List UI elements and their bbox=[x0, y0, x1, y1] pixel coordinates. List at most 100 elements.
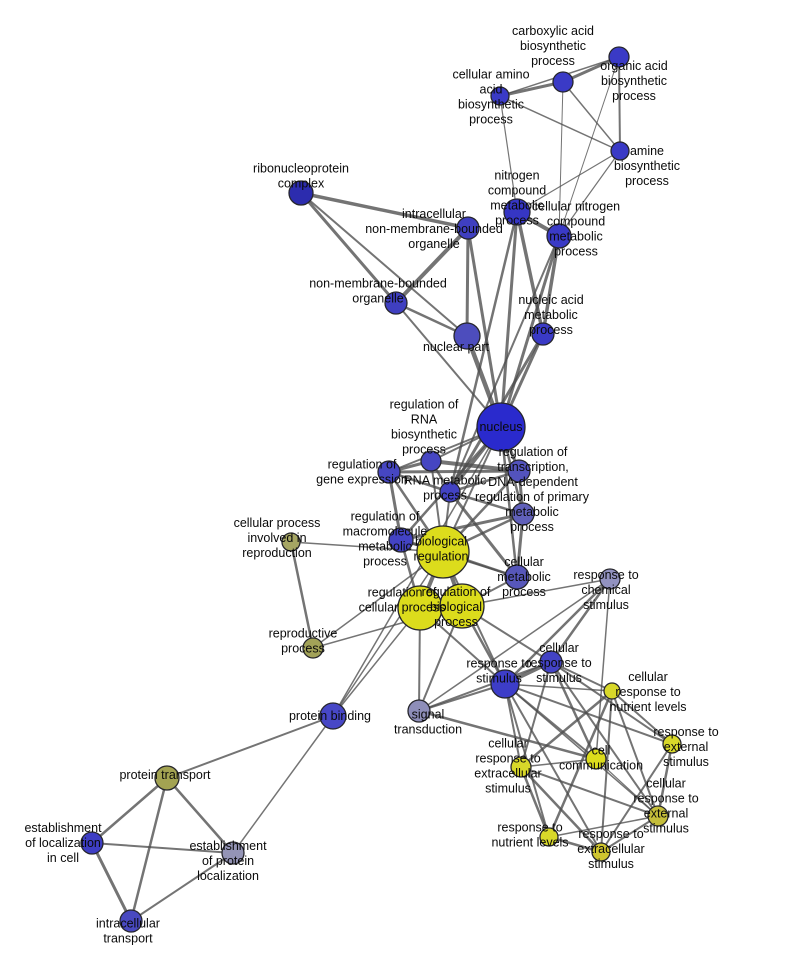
edge-cellRespNutr-cellRespExt bbox=[611, 690, 659, 817]
edge-nmb-nucleus bbox=[395, 302, 502, 428]
node-respNutr[interactable] bbox=[539, 827, 559, 847]
edge-cellRespExtracell-cellComm bbox=[520, 758, 597, 768]
edge-protBind-nucleus bbox=[332, 426, 502, 717]
node-layer bbox=[80, 46, 682, 933]
edge-cellRespNutr-respNutr bbox=[547, 689, 614, 839]
edge-respStim-cellRespExt bbox=[504, 683, 659, 817]
node-bioReg[interactable] bbox=[416, 525, 470, 579]
node-rnaMetab[interactable] bbox=[439, 481, 461, 503]
node-regMacro[interactable] bbox=[388, 527, 414, 553]
edge-ribo-nuclearpart bbox=[300, 192, 468, 337]
node-regCellProc[interactable] bbox=[397, 585, 443, 631]
edge-organic-amine bbox=[618, 56, 621, 152]
edge-cellRespNutr-cellRespExtracell bbox=[519, 689, 614, 769]
node-cellProcRepro[interactable] bbox=[281, 532, 301, 552]
edge-protTrans-intraTrans bbox=[129, 776, 169, 923]
edge-ribo-intranmb bbox=[299, 191, 470, 230]
node-nitrogen[interactable] bbox=[503, 198, 531, 226]
node-cellnitrogen[interactable] bbox=[546, 223, 572, 249]
edge-regPrimary-regMacro bbox=[399, 512, 525, 542]
node-organic[interactable] bbox=[608, 46, 630, 68]
edge-regRNAbio-regTransc bbox=[429, 459, 521, 473]
edge-intranmb-nmb bbox=[394, 226, 470, 305]
node-cellamino[interactable] bbox=[490, 86, 510, 106]
edge-cellProcRepro-reproProc bbox=[289, 540, 315, 650]
node-cellRespExt[interactable] bbox=[647, 805, 669, 827]
edge-respStim-respChem bbox=[503, 577, 612, 686]
node-nucleicacid[interactable] bbox=[531, 322, 555, 346]
edge-cellRespExtracell-cellRespExt bbox=[520, 766, 659, 817]
edge-respStim-respExtracell bbox=[504, 683, 602, 853]
edge-cellamino-amine bbox=[499, 95, 621, 152]
edge-respExtracell-cellRespExt bbox=[600, 815, 659, 853]
edge-cellRespStim-cellRespExt bbox=[550, 661, 659, 817]
node-regBioProc[interactable] bbox=[439, 583, 485, 629]
node-estProtLoc[interactable] bbox=[221, 841, 245, 865]
node-cellMetab[interactable] bbox=[504, 564, 530, 590]
node-sigTrans[interactable] bbox=[407, 699, 431, 723]
node-protBind[interactable] bbox=[319, 702, 347, 730]
edge-cellRespExtracell-respExtracell bbox=[519, 765, 603, 854]
node-carb[interactable] bbox=[552, 71, 574, 93]
node-regPrimary[interactable] bbox=[511, 502, 535, 526]
edge-protTrans-estLoc bbox=[90, 776, 169, 845]
node-intraTrans[interactable] bbox=[119, 909, 143, 933]
node-amine[interactable] bbox=[610, 141, 630, 161]
edge-respStim-respExt bbox=[504, 683, 673, 745]
node-cellRespStim[interactable] bbox=[539, 650, 563, 674]
edge-amine-cellnitrogen bbox=[558, 150, 621, 237]
edge-nitrogen-nucleus bbox=[499, 210, 519, 429]
edge-cellRespStim-respChem bbox=[549, 577, 612, 664]
edge-cellRespStim-cellRespExtracell bbox=[520, 661, 552, 768]
edge-estLoc-estProtLoc bbox=[91, 842, 234, 854]
edge-layer bbox=[90, 55, 674, 923]
node-nuclearpart[interactable] bbox=[453, 322, 481, 350]
node-nmb[interactable] bbox=[384, 291, 408, 315]
edge-nitrogen-nucleicacid bbox=[515, 210, 545, 336]
node-respStim[interactable] bbox=[490, 669, 520, 699]
node-cellRespExtracell[interactable] bbox=[510, 756, 532, 778]
edge-cellRespNutr-respExtracell bbox=[600, 690, 613, 853]
edge-amine-nitrogen bbox=[516, 150, 621, 213]
edge-cellComm-cellRespExt bbox=[595, 758, 659, 817]
node-cellRespNutr[interactable] bbox=[603, 682, 621, 700]
edge-carb-amine bbox=[562, 81, 621, 152]
edge-respChem-regBioProc bbox=[461, 578, 611, 607]
edge-protBind-regCellProc bbox=[332, 607, 421, 717]
node-regTransc[interactable] bbox=[507, 459, 531, 483]
edge-protBind-estProtLoc bbox=[232, 715, 334, 854]
node-regGeneExp[interactable] bbox=[377, 460, 401, 484]
node-nucleus[interactable] bbox=[476, 402, 526, 452]
edge-intranmb-nuclearpart bbox=[465, 226, 470, 338]
edge-respStim-cellRespNutr bbox=[504, 683, 613, 692]
edge-sigTrans-cellComm bbox=[417, 709, 598, 761]
edge-cellRespExtracell-respNutr bbox=[519, 765, 551, 839]
node-protTrans[interactable] bbox=[154, 765, 180, 791]
edge-cellnitrogen-nucleus bbox=[499, 234, 561, 429]
edge-organic-cellnitrogen bbox=[558, 56, 620, 237]
edge-cellamino-nitrogen bbox=[499, 95, 518, 213]
edge-estProtLoc-intraTrans bbox=[130, 852, 234, 922]
edge-reproProc-bioReg bbox=[312, 551, 444, 649]
edge-respNutr-cellRespExt bbox=[548, 815, 659, 838]
node-respExtracell[interactable] bbox=[591, 842, 611, 862]
edge-respChem-cellComm bbox=[595, 578, 611, 760]
node-estLoc[interactable] bbox=[80, 831, 104, 855]
node-cellComm[interactable] bbox=[585, 748, 607, 770]
node-regRNAbio[interactable] bbox=[420, 450, 442, 472]
edge-estLoc-intraTrans bbox=[90, 841, 133, 923]
node-ribo[interactable] bbox=[288, 180, 314, 206]
edge-intranmb-nucleus bbox=[466, 226, 503, 429]
edge-regTransc-rnaMetab bbox=[448, 469, 521, 494]
node-respChem[interactable] bbox=[599, 568, 621, 590]
node-reproProc[interactable] bbox=[302, 637, 324, 659]
edge-rnaMetab-regPrimary bbox=[448, 490, 525, 516]
edge-ribo-nmb bbox=[299, 191, 398, 305]
node-intranmb[interactable] bbox=[456, 216, 480, 240]
node-respExt[interactable] bbox=[662, 734, 682, 754]
